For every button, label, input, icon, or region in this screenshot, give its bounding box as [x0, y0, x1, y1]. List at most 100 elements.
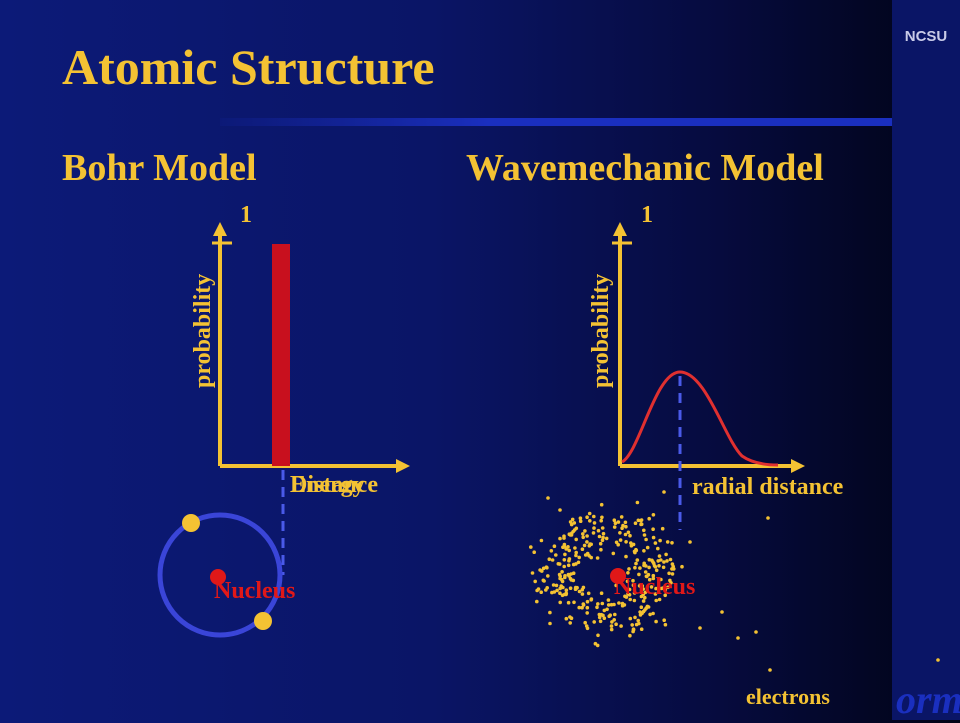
electron-dot — [651, 535, 656, 540]
electron-dot — [936, 658, 940, 662]
orml-logo: orml — [896, 677, 960, 722]
electron-dot — [720, 610, 724, 614]
electron-dot — [612, 618, 616, 622]
wave-x-axis-label: radial distance — [692, 474, 844, 500]
electron-dot — [596, 528, 601, 533]
electron-dot — [548, 610, 552, 615]
electron-dot — [626, 571, 630, 575]
electron-dot — [633, 615, 637, 620]
electron-dot — [634, 548, 639, 553]
electron-dot — [530, 571, 535, 575]
electron-dot — [538, 568, 542, 572]
electron-dot — [568, 576, 573, 581]
electron-dot — [630, 623, 634, 627]
electron-dot — [641, 599, 646, 603]
wave-nucleus — [610, 568, 626, 584]
electron-dot — [546, 496, 550, 500]
electron-dot — [672, 567, 676, 571]
electron-dot — [634, 561, 638, 566]
electron-dot — [653, 592, 658, 596]
electron-dot — [533, 579, 537, 584]
electron-dot — [554, 553, 558, 557]
electron-dot — [768, 668, 772, 672]
electron-dot — [662, 560, 666, 564]
electron-dot — [581, 602, 586, 606]
electron-dot — [585, 599, 590, 604]
electron-dot — [636, 618, 640, 623]
electron-dot — [561, 585, 565, 590]
electron-dot — [623, 520, 628, 525]
electron-dot — [638, 610, 642, 614]
electron-dot — [598, 619, 603, 624]
electron-dot — [580, 547, 585, 551]
electron-dot — [574, 553, 578, 558]
electron-dot — [558, 591, 562, 595]
bohr-x-axis-label-distance: Distance — [290, 472, 378, 498]
electron-dot — [589, 597, 594, 601]
electron-dot — [585, 515, 589, 519]
bohr-model-title: Bohr Model — [62, 147, 257, 189]
electron-dot — [645, 545, 650, 550]
electron-dot — [639, 627, 644, 631]
electron-dot — [680, 564, 684, 569]
electron-dot — [597, 615, 602, 620]
electron-dot — [588, 519, 592, 523]
electron-dot — [611, 551, 616, 556]
electron-dot — [653, 565, 658, 569]
electron-dot — [568, 586, 573, 590]
electron-dot — [618, 531, 622, 535]
electron-dot — [599, 518, 603, 523]
electron-dot — [663, 622, 668, 627]
electron-dot — [657, 597, 662, 602]
electron-dot — [647, 557, 652, 562]
wave-axes — [612, 222, 805, 473]
electron-dot — [665, 540, 670, 544]
electron-dot — [626, 530, 631, 535]
electron-dot — [592, 620, 596, 624]
electron-dot — [613, 521, 618, 525]
electron-dot — [568, 621, 572, 625]
electron-dot — [654, 598, 658, 603]
electron-dot — [648, 612, 652, 617]
title-rule — [220, 118, 892, 126]
electron-dot — [541, 578, 546, 583]
electron-dot — [642, 563, 646, 568]
electron-dot — [546, 574, 550, 578]
electron-dot — [596, 633, 600, 638]
electron-dot — [574, 537, 578, 542]
electron-dot — [645, 574, 649, 579]
electron-dot — [599, 591, 604, 595]
electron-dot — [612, 602, 616, 607]
electron-dot — [568, 615, 572, 619]
bohr-y-tick-label: 1 — [240, 202, 252, 228]
electron-dot — [566, 563, 571, 568]
electron-dot — [637, 572, 641, 577]
bohr-x-axis-label-energy: Energy — [290, 472, 365, 498]
electron-dot — [609, 624, 614, 628]
electron-dot — [642, 528, 646, 533]
electron-dot — [597, 534, 602, 539]
electron-dot — [585, 534, 589, 538]
electron-dot — [532, 550, 536, 554]
electron-dot — [600, 526, 605, 530]
electron-dot — [644, 537, 648, 542]
electron-dot — [620, 526, 624, 530]
electron-dot — [659, 558, 663, 562]
electron-dot — [572, 600, 576, 605]
electron-dot — [599, 547, 603, 552]
electron-dot — [580, 605, 584, 610]
electron-dot — [563, 552, 567, 557]
electron-dot — [571, 578, 576, 583]
bohr-y-axis-label: probability — [190, 273, 216, 388]
electron-dot — [588, 542, 592, 546]
electron-dot — [551, 583, 556, 587]
electron-dot — [610, 620, 614, 624]
electron-dot — [583, 529, 587, 533]
electron-dot — [629, 544, 634, 548]
electron-dot — [622, 603, 627, 607]
bohr-electron — [182, 514, 200, 532]
electron-dot — [631, 578, 635, 583]
electron-dot — [564, 592, 568, 597]
electron-dot — [574, 550, 578, 555]
electron-dot — [585, 611, 589, 615]
